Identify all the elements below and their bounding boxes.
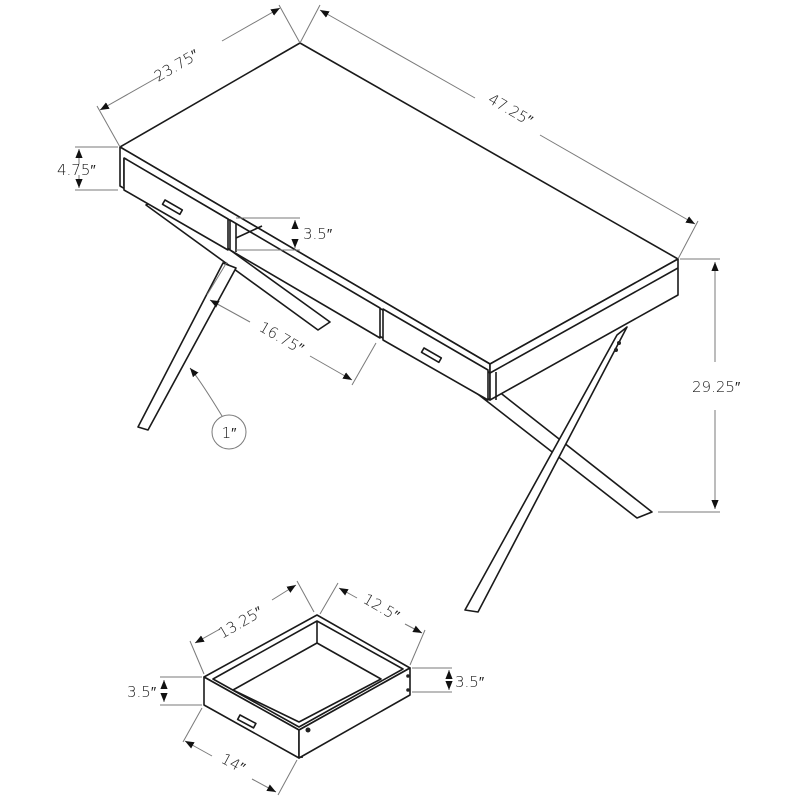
right-drawer-handle — [420, 347, 443, 364]
leg-thickness-callout — [211, 414, 247, 450]
leg-thickness-label: 1″ — [222, 424, 238, 442]
left-drawer-handle — [161, 199, 184, 216]
left-front-leg — [137, 262, 237, 431]
right-front-leg — [464, 326, 628, 613]
width-label: 47.25″ — [485, 90, 536, 130]
left-drawer-front — [123, 157, 229, 251]
desk-drawing — [119, 42, 679, 613]
depth-label: 23.75″ — [151, 45, 202, 85]
total-height-label: 29.25″ — [692, 378, 741, 396]
drawer-depth-label: 12.5″ — [360, 590, 403, 625]
drawer-front-width-label: 14″ — [218, 750, 249, 778]
drawer-side-face — [298, 667, 411, 759]
leg-spacing-label: 16.75″ — [256, 318, 307, 358]
center-opening-height-label: 3.5″ — [303, 225, 333, 243]
drawer-handle — [236, 714, 257, 729]
drawer-front-height-label: 3.5″ — [127, 683, 157, 701]
drawer-inner-width-label: 13.25″ — [215, 602, 266, 642]
drawer-side-height-label: 3.5″ — [455, 673, 485, 691]
apron-height-label: 4.75″ — [57, 161, 96, 179]
drawer-drawing — [203, 614, 411, 759]
